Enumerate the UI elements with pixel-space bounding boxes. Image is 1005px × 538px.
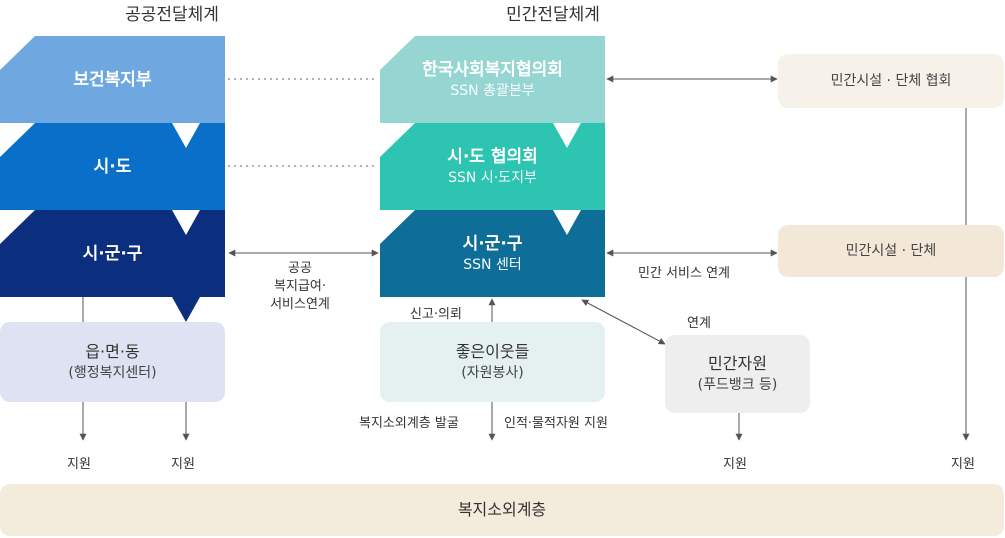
neighbors-sub: (자원봉사) <box>461 365 524 381</box>
vulnerable-group-label: 복지소외계층 <box>457 500 547 519</box>
resources-box: 민간자원 (푸드뱅크 등) <box>665 335 810 413</box>
report-label: 신고·의뢰 <box>410 307 462 322</box>
support-resources-label: 인적·물적자원 지원 <box>504 416 608 431</box>
private-council: 한국사회복지협의회 SSN 총괄본부 <box>380 36 605 123</box>
association-box: 민간시설 · 단체 협회 <box>778 54 1004 108</box>
vulnerable-group-bar: 복지소외계층 <box>0 484 1004 536</box>
town-center-box: 읍·면·동 (행정복지센터) <box>0 322 225 402</box>
public-city-label: 시·군·구 <box>82 243 143 264</box>
private-service-label: 민간 서비스 연계 <box>638 266 730 281</box>
public-band-province <box>0 123 225 210</box>
public-province: 시·도 <box>0 123 225 210</box>
private-province-sub: SSN 시·도지부 <box>448 169 537 186</box>
private-city: 시·군·구 SSN 센터 <box>380 210 605 297</box>
resources-label: 민간자원 <box>708 354 767 373</box>
private-band-province <box>380 123 605 210</box>
public-band-city <box>0 210 225 322</box>
public-province-label: 시·도 <box>93 156 132 177</box>
discover-label: 복지소외계층 발굴 <box>359 416 459 431</box>
support-label-3: 지원 <box>723 457 747 472</box>
public-column-title: 공공전달체계 <box>125 5 219 25</box>
private-province-label: 시·도 협의회 <box>447 146 538 167</box>
private-council-label: 한국사회복지협의회 <box>422 59 563 80</box>
support-label-1: 지원 <box>67 457 91 472</box>
city-resources-arrow <box>581 299 666 345</box>
public-link-line2: 복지급여· <box>274 279 326 294</box>
public-link-line1: 공공 <box>288 261 312 276</box>
link-label: 연계 <box>687 316 711 331</box>
resources-sub: (푸드뱅크 등) <box>697 377 778 393</box>
private-city-sub: SSN 센터 <box>463 256 522 273</box>
public-band-ministry <box>0 36 225 123</box>
neighbors-label: 좋은이웃들 <box>455 342 530 361</box>
public-ministry-label: 보건복지부 <box>73 69 152 90</box>
public-city: 시·군·구 <box>0 210 225 297</box>
association-label: 민간시설 · 단체 협회 <box>830 73 952 89</box>
facility-label: 민간시설 · 단체 <box>845 243 937 259</box>
town-sub: (행정복지센터) <box>68 365 157 381</box>
facility-box: 민간시설 · 단체 <box>778 225 1004 277</box>
private-band-council <box>380 36 605 123</box>
public-link-line3: 서비스연계 <box>270 297 330 312</box>
private-city-label: 시·군·구 <box>462 233 523 254</box>
public-ministry: 보건복지부 <box>0 36 225 123</box>
private-council-sub: SSN 총괄본부 <box>450 82 535 99</box>
private-column-title: 민간전달체계 <box>506 5 600 25</box>
support-label-2: 지원 <box>171 457 195 472</box>
private-province: 시·도 협의회 SSN 시·도지부 <box>380 123 605 210</box>
public-link-label: 공공 복지급여· 서비스연계 <box>230 260 370 314</box>
private-band-city <box>380 210 605 297</box>
neighbors-box: 좋은이웃들 (자원봉사) <box>380 322 605 402</box>
support-label-4: 지원 <box>951 457 975 472</box>
town-label: 읍·면·동 <box>85 342 140 361</box>
